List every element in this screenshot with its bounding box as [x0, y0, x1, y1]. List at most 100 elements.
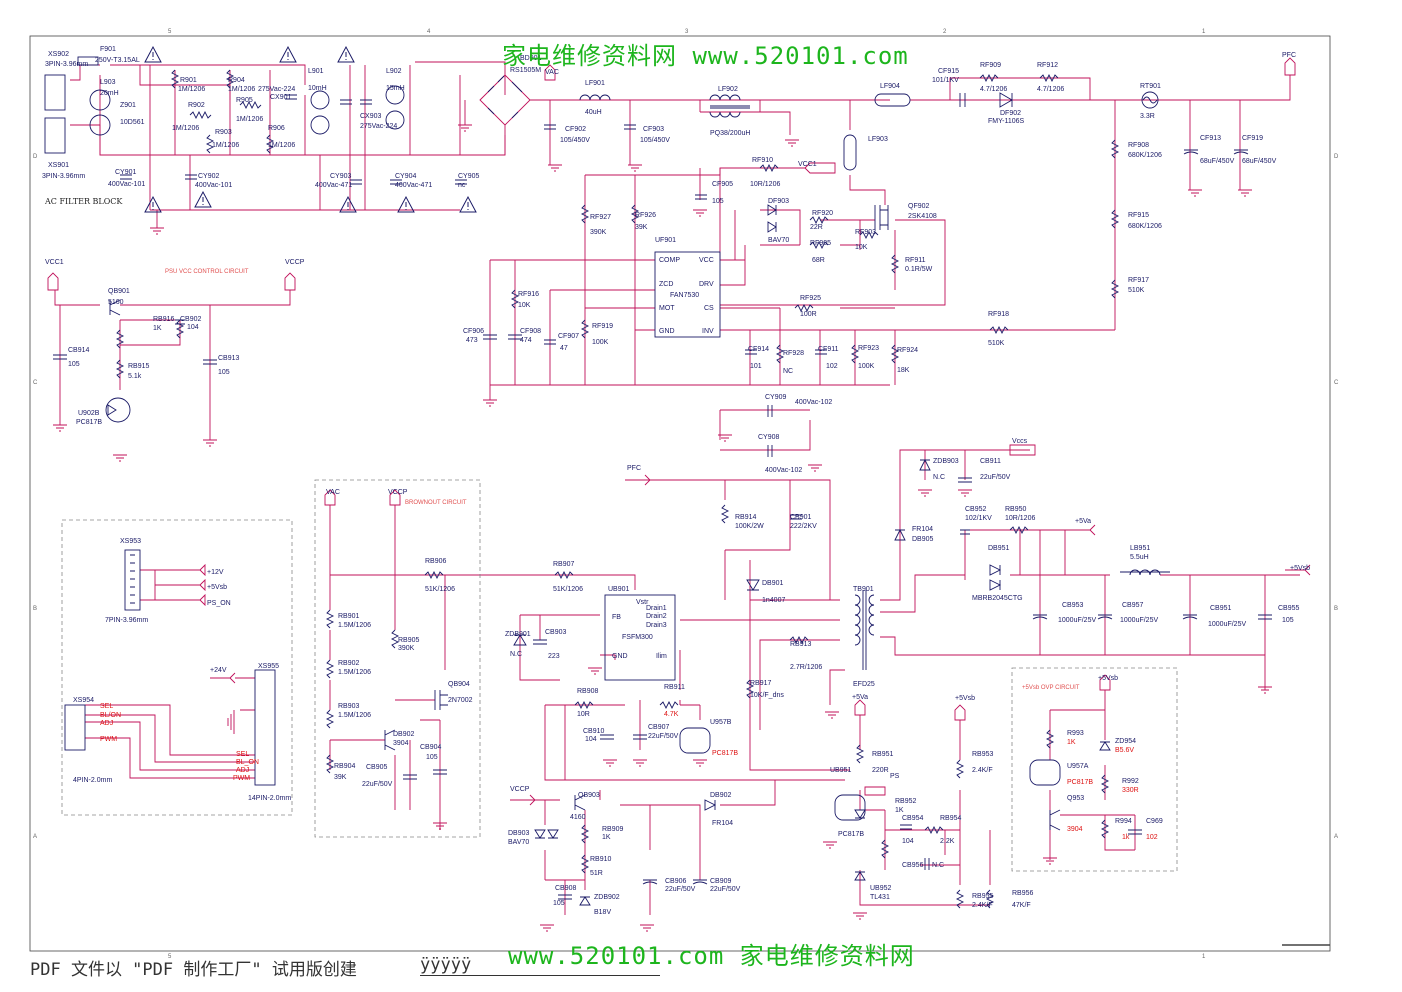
- xs955-v-label: 14PIN-2.0mm: [248, 795, 291, 802]
- rb909-v-label: 1K: [602, 834, 611, 841]
- cb902-label: CB902: [180, 316, 202, 323]
- xs955-label: XS955: [258, 663, 279, 670]
- rb954-v-label: 2.2K: [940, 838, 955, 845]
- cb911-v-label: 22uF/50V: [980, 474, 1011, 481]
- cb954-label: CB954: [902, 815, 924, 822]
- warning-icons: [144, 45, 477, 213]
- db903-label: DB903: [508, 830, 530, 837]
- r901-label: R901: [180, 77, 197, 84]
- rf923-v-label: 100K: [858, 363, 875, 370]
- rb908-v-label: 10R: [577, 711, 590, 718]
- rb953-v-label: 2.4K/F: [972, 767, 993, 774]
- l901-v-label: 10mH: [308, 85, 327, 92]
- vccs-label: Vccs: [1012, 438, 1028, 445]
- rb913-v-label: 2.7R/1206: [790, 664, 822, 671]
- rf920-v-label: 22R: [810, 224, 823, 231]
- 1-label: 4: [427, 29, 431, 35]
- cb907-v-label: 22uF/50V: [648, 733, 679, 740]
- drv-label: DRV: [699, 281, 714, 288]
- lb951-label: LB951: [1130, 545, 1150, 552]
- tb901-v-label: EFD25: [853, 681, 875, 688]
- cf915-label: CF915: [938, 68, 959, 75]
- rb952-v-label: 1K: [895, 807, 904, 814]
- zdb902-label: ZDB902: [594, 894, 620, 901]
- rb916-label: RB916: [153, 316, 175, 323]
- cf915-v-label: 101/1KV: [932, 77, 959, 84]
- zd954-v-label: B5.6V: [1115, 747, 1134, 754]
- p5vsb-label: +5Vsb: [207, 584, 227, 591]
- rf923-label: RF923: [858, 345, 879, 352]
- net-flags: [47, 57, 1311, 806]
- rf908-v-label: 680K/1206: [1128, 152, 1162, 159]
- db903-v-label: BAV70: [508, 839, 529, 846]
- cf902-v-label: 105/450V: [560, 137, 590, 144]
- rb914-label: RB914: [735, 514, 757, 521]
- cb954-v-label: 104: [902, 838, 914, 845]
- rb905-v-label: 390K: [398, 645, 415, 652]
- cb902-v-label: 104: [187, 324, 199, 331]
- rb901-v-label: 1.5M/1206: [338, 622, 371, 629]
- db951-v-label: MBRB2045CTG: [972, 595, 1023, 602]
- cb906-label: CB906: [665, 878, 687, 885]
- xs954-label: XS954: [73, 697, 94, 704]
- mot-label: MOT: [659, 305, 675, 312]
- rf928-label: RF928: [783, 350, 804, 357]
- uf901-label: UF901: [655, 237, 676, 244]
- rt901-label: RT901: [1140, 83, 1161, 90]
- ub901-v-label: FSFM300: [622, 634, 653, 641]
- ground-symbols: [53, 124, 1272, 932]
- rf915-v-label: 680K/1206: [1128, 223, 1162, 230]
- cb908-v-label: 105: [553, 900, 565, 907]
- rf925-label: RF925: [800, 295, 821, 302]
- zcd-label: ZCD: [659, 281, 673, 288]
- cb952-v-label: 102/1KV: [965, 515, 992, 522]
- xs902-v-label: 3PIN-3.96mm: [45, 61, 88, 68]
- cf908-label: CF908: [520, 328, 541, 335]
- cb955-label: CB955: [1278, 605, 1300, 612]
- cb911-label: CB911: [980, 458, 1001, 465]
- df903-label: DF903: [768, 198, 789, 205]
- cf908-v-label: 474: [520, 337, 532, 344]
- qb903-label: QB903: [578, 792, 600, 799]
- rb953-label: RB953: [972, 751, 994, 758]
- rf927-v-label: 390K: [590, 229, 607, 236]
- zdb903-v-label: N.C: [933, 474, 945, 481]
- 1-label: C: [1334, 380, 1339, 386]
- cf903-label: CF903: [643, 126, 664, 133]
- qb901-v-label: 5160: [108, 299, 124, 306]
- z901-v-label: 10D561: [120, 119, 145, 126]
- xs953-v-label: 7PIN-3.96mm: [105, 617, 148, 624]
- brownout-block-label: BROWNOUT CIRCUIT: [405, 500, 467, 506]
- fr104-label: FR104: [912, 526, 933, 533]
- db902-label: DB902: [393, 731, 415, 738]
- rb951-v-label: 220R: [872, 767, 889, 774]
- pwm-label: PWM: [233, 775, 250, 782]
- rb917-label: RB917: [750, 680, 772, 687]
- cb913-label: CB913: [218, 355, 240, 362]
- r994-v-label: 1k: [1122, 834, 1130, 841]
- block-borders: [61, 479, 1178, 872]
- 2-label: 3: [685, 29, 689, 35]
- bd901-label: BD901: [520, 55, 542, 62]
- cf911-v-label: 102: [826, 363, 838, 370]
- pfc-label: PFC: [627, 465, 641, 472]
- rb915-v-label: 5.1k: [128, 373, 142, 380]
- c969-v-label: 102: [1146, 834, 1158, 841]
- r905-v-label: 1M/1206: [236, 116, 263, 123]
- rb956-v-label: 47K/F: [1012, 902, 1031, 909]
- 3-label: A: [33, 834, 37, 840]
- cy908-label: CY908: [758, 434, 780, 441]
- rb950-label: RB950: [1005, 506, 1027, 513]
- rb950-v-label: 10R/1206: [1005, 515, 1035, 522]
- cy908-v-label: 400Vac-102: [765, 467, 802, 474]
- 2-label: B: [1334, 606, 1338, 612]
- cb953-v-label: 1000uF/25V: [1058, 617, 1096, 624]
- drawing-frame: [29, 35, 1331, 952]
- cy909-v-label: 400Vac-102: [795, 399, 832, 406]
- rb904-label: RB904: [334, 763, 356, 770]
- cy905-label: CY905: [458, 173, 480, 180]
- cx903-label: CX903: [360, 113, 382, 120]
- r902-v-label: 1M/1206: [172, 125, 199, 132]
- p5va-label: +5Va: [1075, 518, 1091, 525]
- blon-label: BL/ON: [100, 712, 121, 719]
